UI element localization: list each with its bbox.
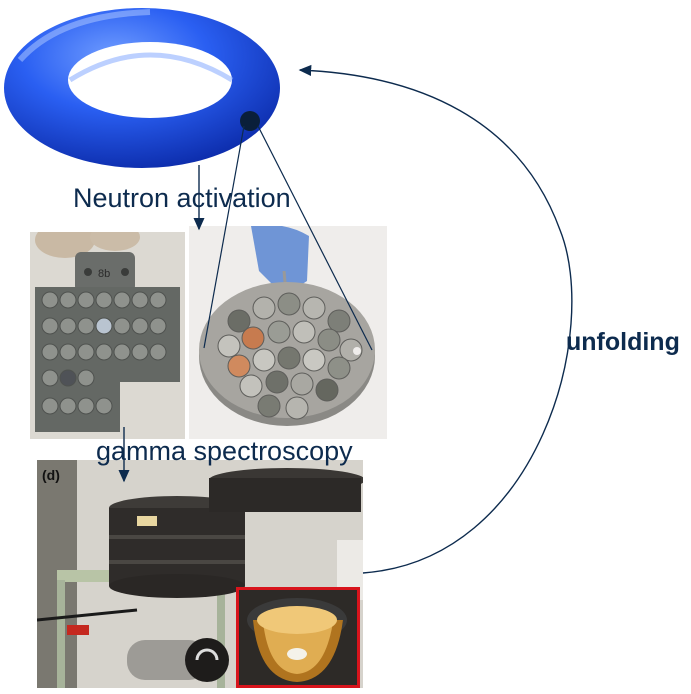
holder-marking-text: 8b xyxy=(98,268,110,280)
detector-inset-photo xyxy=(236,587,360,688)
panel-d-label: (d) xyxy=(42,467,60,483)
torus-illustration xyxy=(4,8,280,168)
sample-position-marker xyxy=(240,111,260,131)
unfolding-label: unfolding xyxy=(566,328,680,356)
gamma-spectroscopy-label: gamma spectroscopy xyxy=(96,436,353,466)
neutron-activation-label: Neutron activation xyxy=(73,183,291,213)
sample-holder-photo: 8b xyxy=(30,232,185,439)
circular-plate-photo xyxy=(189,226,387,439)
